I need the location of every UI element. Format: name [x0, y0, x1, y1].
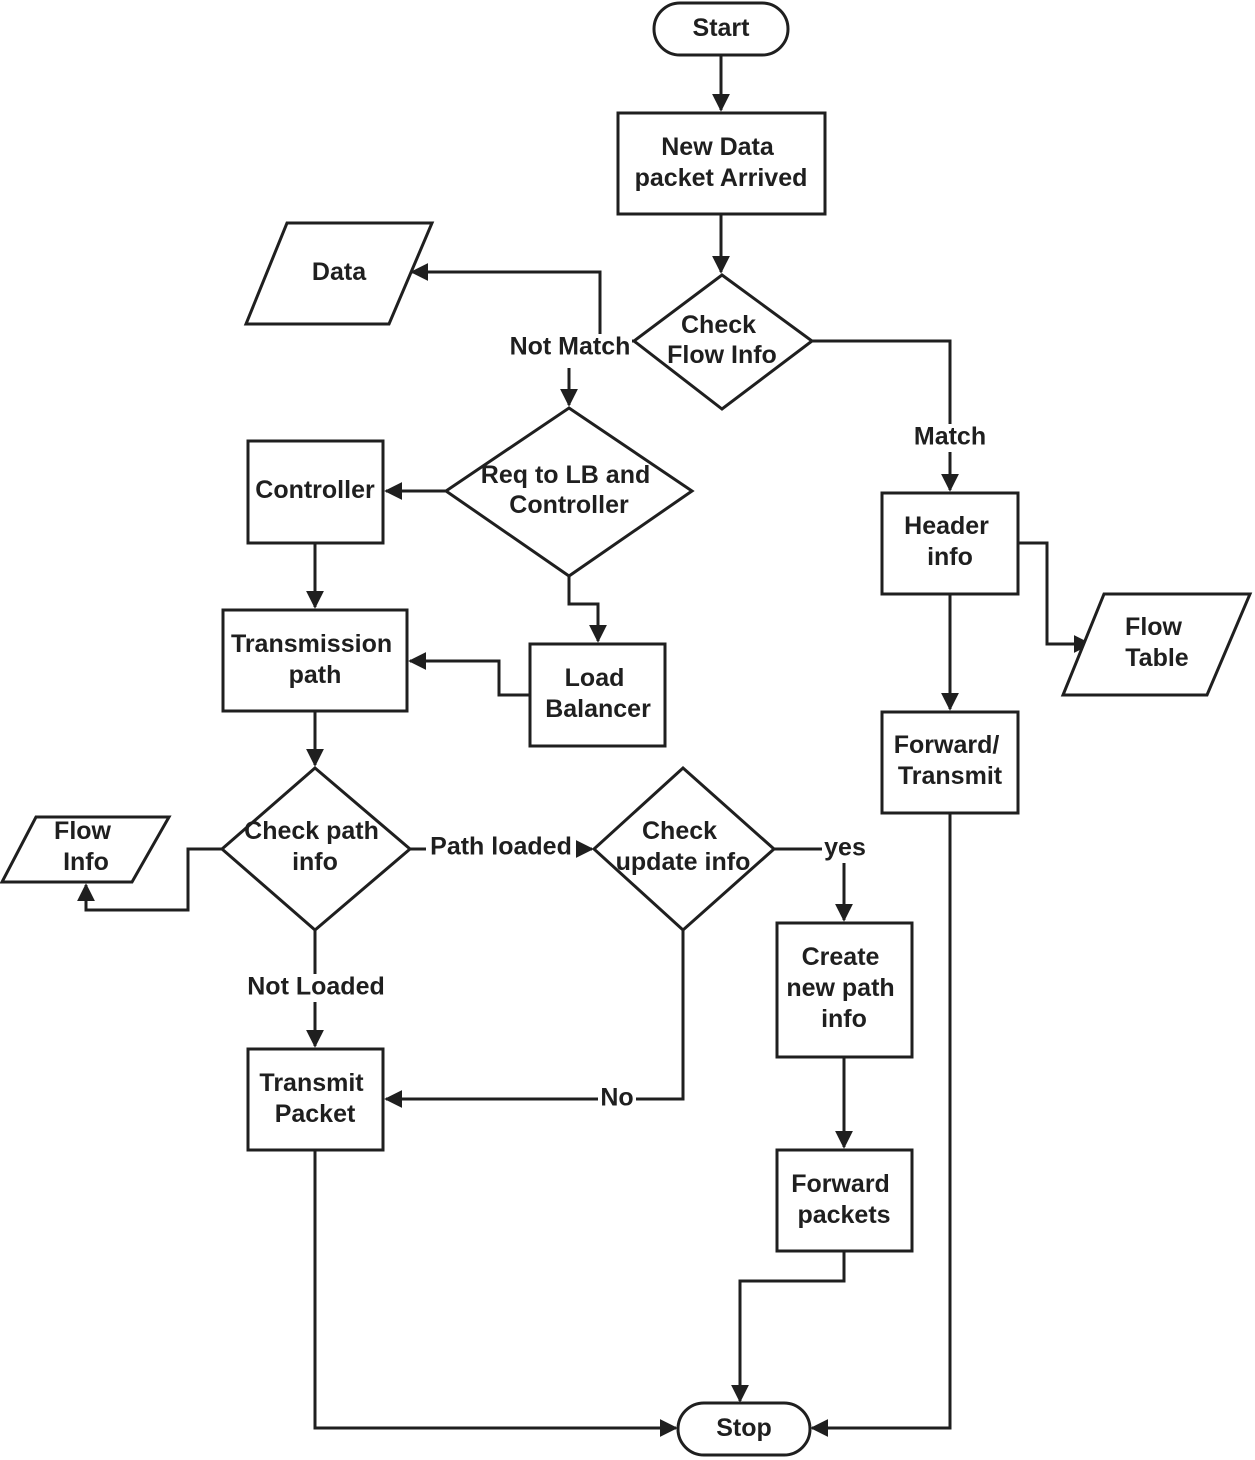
start-terminal — [652, 1, 790, 57]
edge-label-backgrounds — [244, 334, 990, 1113]
header-info-label: Header info — [904, 512, 996, 571]
load-balancer-label: Load Balancer — [545, 664, 651, 723]
start-label: Start — [693, 14, 751, 42]
edge-label-not-loaded: Not Loaded — [247, 973, 385, 1001]
forward-packets-label-line-2: packets — [797, 1201, 890, 1229]
header-info-label-line-1: Header — [904, 512, 989, 540]
controller-label-line: Controller — [255, 476, 375, 504]
req-lb-label: Req to LB and Controller — [481, 461, 657, 519]
edge-label-path-loaded: Path loaded — [430, 833, 572, 861]
edge-labels: Not Match Match Path loaded yes Not Load… — [247, 333, 986, 1112]
check-path-label: Check path info — [244, 817, 386, 876]
check-flow-label-line-1: Check — [681, 311, 756, 339]
edge-check-update-to-transmit-packet — [384, 930, 685, 1108]
flow-table-label-line-1: Flow — [1125, 613, 1182, 641]
transmission-path-process — [221, 608, 409, 713]
transmit-packet-label-line-1: Transmit — [259, 1069, 364, 1097]
req-lb-label-line-1: Req to LB and — [481, 461, 650, 489]
edge-label-yes: yes — [824, 834, 866, 862]
transmission-path-label-line-1: Transmission — [231, 630, 392, 658]
forward-packets-label: Forward packets — [791, 1170, 897, 1229]
forward-packets-label-line-1: Forward — [791, 1170, 890, 1198]
edge-load-balancer-to-transmission-path — [408, 652, 530, 697]
stop-label-line: Stop — [716, 1414, 772, 1442]
header-info-label-line-2: info — [927, 543, 973, 571]
flow-table-label-line-2: Table — [1125, 644, 1189, 672]
create-path-label-line-2: new path — [786, 974, 894, 1002]
flow-info-io — [0, 815, 172, 884]
check-flow-label-line-2: Flow Info — [667, 341, 777, 369]
edge-check-flow-to-header-info — [810, 339, 959, 492]
header-info-process — [880, 491, 1020, 596]
forward-transmit-process — [880, 710, 1020, 815]
check-flow-label: Check Flow Info — [667, 311, 777, 369]
new-data-label-line-1: New Data — [661, 133, 775, 161]
new-data-process — [616, 111, 827, 216]
forward-packets-process — [775, 1148, 914, 1253]
check-path-decision — [219, 766, 413, 932]
flow-table-label: Flow Table — [1125, 613, 1189, 672]
controller-label: Controller — [255, 476, 375, 504]
stop-terminal — [676, 1401, 812, 1457]
check-update-label: Check update info — [616, 817, 751, 876]
edge-check-path-to-flow-info — [77, 847, 222, 912]
load-balancer-process — [528, 642, 667, 748]
load-balancer-label-line-1: Load — [565, 664, 625, 692]
flow-table-io — [1060, 592, 1253, 697]
flow-info-label: Flow Info — [54, 817, 118, 876]
create-path-label-line-1: Create — [802, 943, 880, 971]
check-update-decision — [591, 765, 777, 933]
create-path-label-line-3: info — [821, 1005, 867, 1033]
transmission-path-label: Transmission path — [231, 630, 399, 689]
controller-process — [246, 439, 385, 545]
create-path-process — [775, 921, 914, 1059]
check-update-label-line-2: update info — [616, 848, 751, 876]
check-path-label-line-1: Check path — [244, 817, 379, 845]
check-flow-decision — [631, 273, 815, 411]
edge-header-info-to-flow-table — [1018, 541, 1092, 653]
create-path-label: Create new path info — [786, 943, 901, 1033]
forward-transmit-label: Forward/ Transmit — [894, 731, 1007, 790]
check-path-label-line-2: info — [292, 848, 338, 876]
transmit-packet-label: Transmit Packet — [259, 1069, 370, 1128]
stop-label: Stop — [716, 1414, 772, 1442]
flow-info-label-line-2: Info — [63, 848, 109, 876]
edge-forward-packets-to-stop — [731, 1251, 846, 1403]
check-update-label-line-1: Check — [642, 817, 717, 845]
load-balancer-label-line-2: Balancer — [545, 695, 651, 723]
forward-transmit-label-line-1: Forward/ — [894, 731, 1000, 759]
edge-req-lb-to-load-balancer — [567, 576, 607, 643]
transmit-packet-process — [246, 1047, 385, 1152]
forward-transmit-label-line-2: Transmit — [898, 762, 1003, 790]
data-io — [243, 221, 435, 326]
data-label: Data — [312, 258, 367, 286]
edge-check-flow-to-data — [410, 263, 634, 343]
transmit-packet-label-line-2: Packet — [275, 1100, 356, 1128]
edge-label-match: Match — [914, 423, 986, 451]
flow-info-label-line-1: Flow — [54, 817, 111, 845]
edge-label-no: No — [600, 1084, 633, 1112]
edge-label-not-match: Not Match — [510, 333, 631, 361]
start-label-line: Start — [693, 14, 751, 42]
edge-forward-transmit-to-stop — [810, 813, 952, 1437]
req-lb-label-line-2: Controller — [509, 491, 629, 519]
req-lb-decision — [443, 406, 695, 578]
transmission-path-label-line-2: path — [289, 661, 342, 689]
edge-transmit-packet-to-stop — [313, 1150, 678, 1437]
new-data-label: New Data packet Arrived — [635, 133, 808, 192]
data-label-line: Data — [312, 258, 367, 286]
node-labels: Start New Data packet Arrived Check Flow… — [54, 14, 1189, 1442]
new-data-label-line-2: packet Arrived — [635, 164, 808, 192]
